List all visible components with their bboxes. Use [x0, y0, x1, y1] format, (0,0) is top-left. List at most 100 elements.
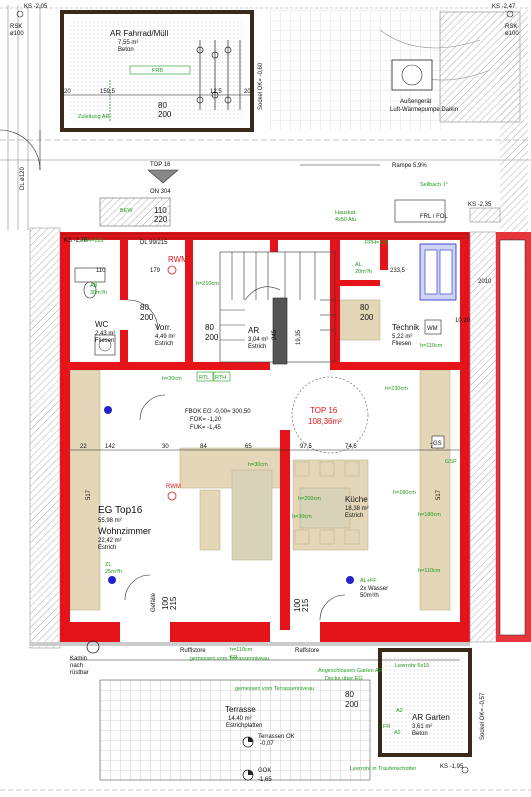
dia-tl: ø100	[10, 31, 24, 37]
on304-label: ON 304	[150, 189, 171, 195]
door-8-h: 200	[345, 700, 359, 709]
zl-label: ZL	[105, 562, 111, 568]
a2b-label: A2	[394, 730, 401, 736]
h30-label: h=30cm	[162, 376, 182, 382]
dim-top-1595: 159,5	[100, 89, 116, 95]
ar-name: AR	[248, 326, 259, 335]
room-kueche: Küche 18,38 m² Estrich h=200cm h=30cm AL…	[292, 461, 442, 621]
gemessen1-label: gemessen vom Terrassenniveau	[190, 656, 269, 662]
door-6-h: 215	[169, 596, 178, 610]
ar-fahrrad-mat: Beton	[118, 47, 134, 53]
door-1-w: 80	[158, 101, 167, 110]
door-7-w: 100	[293, 598, 302, 612]
dim-top-20a: 20	[64, 89, 71, 95]
gsp-label: GSP	[445, 459, 457, 465]
level-ks-235: KS -2,35	[468, 202, 492, 208]
wc-mat: Fliesen	[95, 338, 114, 344]
technik-mat: Fliesen	[392, 341, 411, 347]
door-3-w: 80	[205, 323, 214, 332]
gemessen2-label: gemessen vom Terrassenniveau	[235, 686, 314, 692]
ar-area: 3,04 m²	[248, 337, 268, 343]
level-ks-247: KS -2,47	[492, 4, 516, 10]
raffstore2-label: Raffstore	[295, 648, 320, 654]
wohn-name: EG Top16	[98, 505, 143, 516]
rampe-label: Rampe 5,9%	[392, 163, 427, 169]
h30c-label: h=30cm	[292, 514, 312, 520]
seilbach-label: Seilbach 1°	[420, 182, 448, 188]
dim-1020: 10,20	[455, 318, 471, 324]
dim-v-517a: 517	[86, 489, 92, 500]
terrasse-mat: Estrichplatten	[226, 723, 262, 729]
room-ar-fahrrad: AR Fahrrad/Müll 7,55 m² Beton FRB 20 159…	[60, 10, 264, 132]
wohn-area2: 22,42 m²	[98, 538, 122, 544]
al-ff-val1: 2x Wasser	[360, 586, 388, 592]
kamin-label: Kamin	[70, 656, 87, 662]
terrasse-area: 14,40 m²	[228, 716, 252, 722]
dim-mid-746: 74,6	[345, 444, 357, 450]
fbok-eg: FBOK EG -0,00= 300,50	[185, 409, 251, 415]
gok-label: GOK	[258, 768, 271, 774]
h180-label: h=180cm	[393, 490, 416, 496]
aussengeraet-label: Außengerät	[400, 99, 432, 105]
ar-mat: Estrich	[248, 344, 266, 350]
room-vorr: Vorr. 4,49 m² Estrich 179 DL 99/215 RWM …	[127, 240, 219, 347]
dim-side-2010a: 2010	[478, 279, 492, 285]
door-4-h: 200	[360, 313, 374, 322]
ar-fahrrad-name: AR Fahrrad/Müll	[110, 29, 168, 38]
rtl-label: RTL	[199, 375, 209, 381]
ar-fahrrad-area: 7,55 m²	[118, 40, 138, 46]
dim-h70: 110	[96, 268, 106, 274]
leerrohr2-label: Leerrohr in Traufenschotter	[350, 766, 417, 772]
ruffstore-label: Rufflstore	[180, 648, 206, 654]
door-4-w: 80	[360, 303, 369, 312]
h30b-label: h=30cm	[248, 462, 268, 468]
dim-mid-84: 84	[200, 444, 207, 450]
door-8-w: 80	[345, 690, 354, 699]
sockel-bot: Sockel OK= -0,57	[480, 692, 486, 740]
dim-mid-65: 65	[245, 444, 252, 450]
dim-top-125: 12,5	[210, 89, 222, 95]
room-wohnzimmer: EG Top16 55,98 m² Wohnzimmer 22,42 m² Es…	[86, 394, 268, 612]
a2-label: A2	[396, 708, 403, 714]
level-ks-195: KS -1,95	[440, 764, 464, 770]
vorr-mat: Estrich	[155, 341, 173, 347]
kueche-area: 18,38 m²	[345, 506, 369, 512]
bew-label: BEW	[120, 208, 133, 214]
main-building: 2010 245 19,35 WC 2,43 m² Fliesen 80 20	[29, 227, 531, 649]
rth-label: RTH	[215, 375, 226, 381]
stair-2335: 233,5	[390, 268, 406, 274]
level-ks-270: KS -2,70	[64, 238, 88, 244]
wohn-mat: Estrich	[98, 545, 116, 551]
dim-top-20b: 20	[244, 89, 251, 95]
frl-fol-label: FRL / FOL	[420, 214, 448, 220]
door-2-h: 200	[140, 313, 154, 322]
al-ff-label: AL+FF	[360, 578, 377, 584]
kamin-label-3: rüstbar	[70, 670, 89, 676]
vorr-area: 4,49 m²	[155, 334, 175, 340]
ab-val: 30m³/h	[90, 290, 107, 296]
gs-label: GS	[433, 441, 442, 447]
wm-label: WM	[427, 326, 438, 332]
dim-v-517b: 517	[436, 489, 442, 500]
frb-label: FRB	[152, 68, 163, 74]
fph2-label: FPH=128	[365, 240, 388, 246]
door-3-h: 200	[205, 333, 219, 342]
zl-val: 25m³/h	[105, 569, 122, 575]
dim-mid-22: 22	[80, 444, 87, 450]
ar-garten-area: 3,61 m²	[412, 724, 432, 730]
gok-val: -1,65	[258, 777, 272, 783]
rwm2-label: RWM	[166, 484, 181, 490]
top16-area: 108,36m²	[308, 417, 342, 426]
luft-wp-label: Luft-Wärmepumpe Daikin	[390, 107, 458, 113]
door-5-h: 220	[154, 215, 168, 224]
door-1-h: 200	[158, 110, 172, 119]
h200-label: h=200cm	[298, 496, 321, 502]
dim-mid-142: 142	[105, 444, 116, 450]
fok-label: FOK= -1,20	[190, 417, 222, 423]
door-2-w: 80	[140, 303, 149, 312]
kueche-name: Küche	[345, 495, 368, 504]
terr-ok: Terrassen OK	[258, 734, 295, 740]
wohn-sub: Wohnzimmer	[98, 526, 151, 536]
door-6-w: 100	[161, 596, 170, 610]
h210-label: h=210cm	[196, 281, 219, 287]
